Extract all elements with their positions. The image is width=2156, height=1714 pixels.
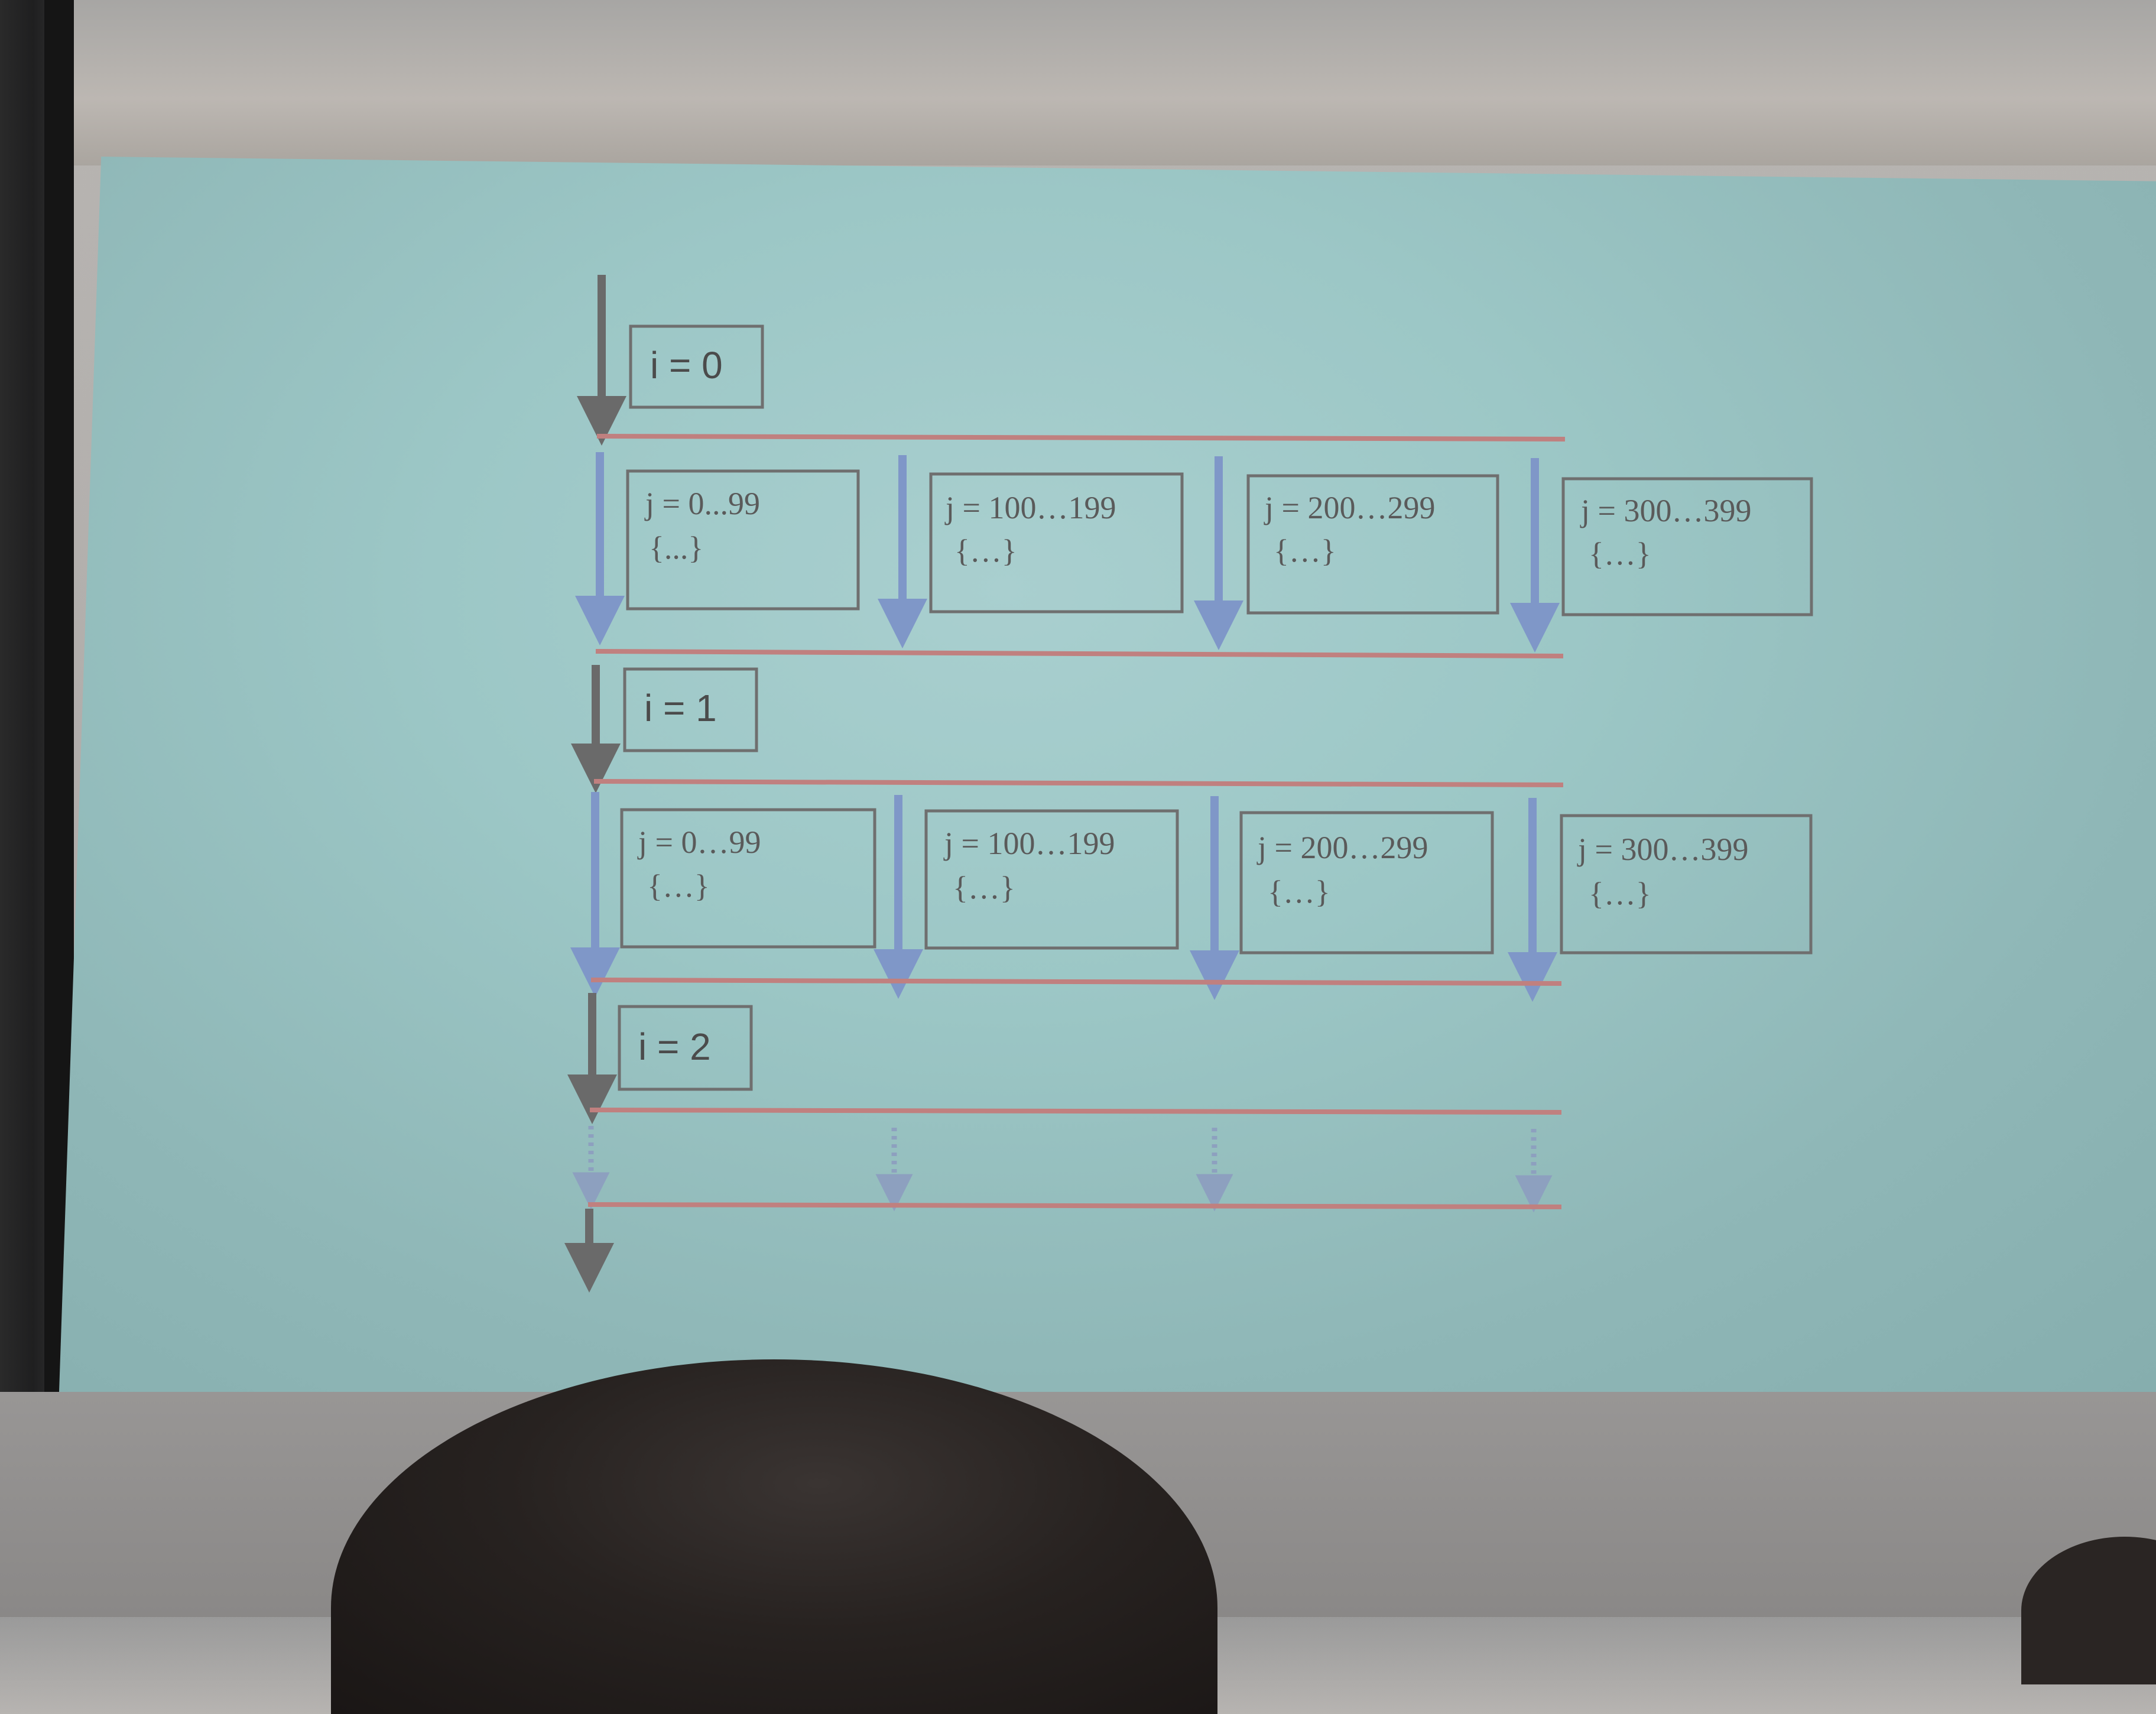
outer-row-box: i = 0 — [629, 324, 764, 409]
chunk-box: j = 200…299 {…} — [1239, 811, 1494, 955]
chunk-range: j = 0...99 — [644, 486, 760, 521]
barrier-line — [596, 434, 1566, 442]
chunk-range: j = 300…399 — [1577, 832, 1748, 867]
chunk-range: j = 100…199 — [943, 826, 1115, 861]
chunk-body: {…} — [1589, 536, 1651, 572]
chunk-range: j = 100…199 — [944, 490, 1116, 525]
chunk-body: {...} — [649, 530, 703, 566]
chunk-box: j = 100…199 {…} — [929, 472, 1184, 613]
outer-row-label: i = 1 — [644, 687, 717, 729]
chunk-range: j = 200…299 — [1256, 830, 1428, 865]
chunk-body: {…} — [1589, 876, 1651, 911]
chunk-box: j = 0…99 {…} — [620, 808, 876, 949]
chunk-box: j = 0...99 {...} — [626, 469, 860, 611]
barrier-line — [587, 1202, 1562, 1209]
chunk-body: {…} — [1268, 874, 1330, 910]
barrier-line — [593, 779, 1564, 787]
chunk-body: {…} — [953, 870, 1015, 905]
chunk-body: {…} — [1274, 533, 1336, 569]
chunk-body: {…} — [647, 868, 710, 904]
barrier-line — [590, 978, 1562, 986]
chunk-box: j = 200…299 {…} — [1246, 474, 1499, 615]
outer-row-box: i = 1 — [623, 667, 758, 752]
barrier-line — [589, 1108, 1562, 1115]
parallel-loop-diagram: i = 0 j = 0...99 {...} j = 100…199 {…} j… — [564, 275, 1813, 1293]
chunk-box: j = 300…399 {…} — [1561, 477, 1813, 616]
room-wall — [0, 0, 2156, 165]
outer-row-label: i = 2 — [638, 1025, 711, 1068]
chunk-range: j = 0…99 — [637, 824, 761, 860]
outer-row-box: i = 2 — [618, 1005, 753, 1091]
outer-row-label: i = 0 — [650, 344, 723, 387]
chunk-range: j = 200…299 — [1264, 490, 1435, 525]
projected-slide — [59, 157, 2156, 1392]
barrier-line — [595, 649, 1564, 658]
chunk-range: j = 300…399 — [1580, 493, 1751, 528]
chunk-body: {…} — [954, 533, 1017, 569]
chunk-box: j = 100…199 {…} — [924, 809, 1179, 950]
chunk-box: j = 300…399 {…} — [1560, 814, 1813, 955]
